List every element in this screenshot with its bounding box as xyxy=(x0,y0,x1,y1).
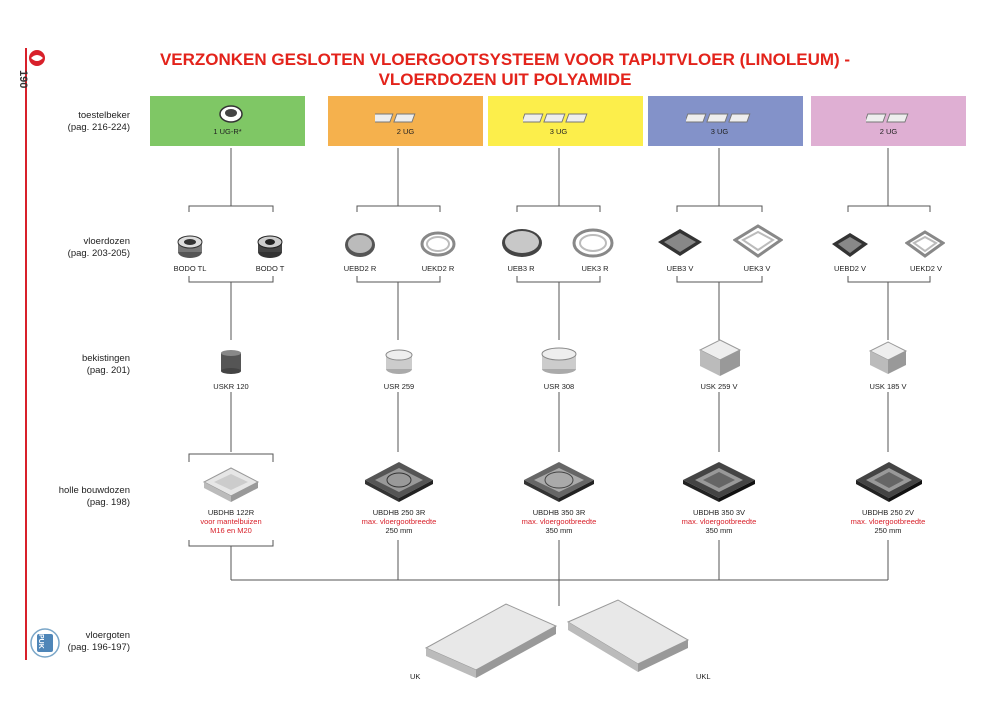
row-pages: (pag. 196-197) xyxy=(67,642,130,653)
holle-note: max. vloergootbreedte xyxy=(361,517,437,526)
bekisting-label: USKR 120 xyxy=(213,382,249,391)
floor-box-frame-icon xyxy=(420,231,456,257)
bekisting-label: USK 185 V xyxy=(869,382,907,391)
bekisting-label: USR 259 xyxy=(383,382,415,391)
puk-logo-text: PUK xyxy=(37,634,44,649)
holle-note: max. vloergootbreedte xyxy=(681,517,757,526)
holle-width: 250 mm xyxy=(874,526,902,535)
floor-box-round-icon xyxy=(502,229,542,257)
holle-name: UBDHB 122R xyxy=(207,508,255,517)
floor-box-frame-icon xyxy=(733,224,783,258)
floor-duct-uk-icon xyxy=(424,603,558,678)
row-pages: (pag. 203-205) xyxy=(67,248,130,259)
holle-name: UBDHB 250 2V xyxy=(861,508,915,517)
holle-note: M16 en M20 xyxy=(210,526,252,535)
vloerdoos-label: UEB3 V xyxy=(666,264,694,273)
vloerdoos-label: BODO T xyxy=(255,264,285,273)
holle-bouwdoos-caption: UBDHB 250 3R max. vloergootbreedte 250 m… xyxy=(344,508,454,535)
floor-box-frame-icon xyxy=(905,230,945,258)
holle-note: max. vloergootbreedte xyxy=(521,517,597,526)
floor-box-round-icon xyxy=(345,233,375,257)
box-label: 3 UG xyxy=(549,127,568,136)
row-pages: (pag. 198) xyxy=(86,497,130,508)
holle-width: 350 mm xyxy=(545,526,573,535)
holle-bouwdoos-caption: UBDHB 350 3V max. vloergootbreedte 350 m… xyxy=(664,508,774,535)
holle-bouwdoos-caption: UBDHB 250 2V max. vloergootbreedte 250 m… xyxy=(833,508,943,535)
row-title: toestelbeker xyxy=(78,110,130,121)
row-pages: (pag. 201) xyxy=(86,365,130,376)
hollow-box-icon xyxy=(683,462,755,502)
socket-modules-icon xyxy=(866,113,909,123)
vloerdoos-label: UEK3 V xyxy=(743,264,771,273)
vloerdoos-label: UEKD2 V xyxy=(909,264,943,273)
title-line-1: VERZONKEN GESLOTEN VLOERGOOTSYSTEEM VOOR… xyxy=(159,50,851,69)
page-number: 190 xyxy=(17,70,29,89)
vloerdoos-label: UEBD2 V xyxy=(833,264,867,273)
floor-box-square-icon xyxy=(658,229,702,256)
holle-bouwdoos-caption: UBDHB 122R voor mantelbuizen M16 en M20 xyxy=(176,508,286,535)
socket-modules-icon xyxy=(375,113,416,123)
formwork-ring-icon xyxy=(385,349,413,374)
puk-logo-icon xyxy=(30,628,60,658)
bekisting-label: USR 308 xyxy=(543,382,575,391)
socket-modules-icon xyxy=(523,113,588,123)
holle-note: voor mantelbuizen xyxy=(200,517,262,526)
toestelbeker-box-3 xyxy=(488,96,643,146)
row-label-bekistingen: bekistingen (pag. 201) xyxy=(5,353,130,377)
row-title: holle bouwdozen xyxy=(58,485,130,496)
floor-box-round-icon xyxy=(177,235,203,258)
socket-modules-icon xyxy=(686,113,751,123)
row-pages: (pag. 216-224) xyxy=(67,122,130,133)
box-label: 1 UG-R* xyxy=(213,127,242,136)
page-title: VERZONKEN GESLOTEN VLOERGOOTSYSTEEM VOOR… xyxy=(120,50,890,90)
margin-rule xyxy=(25,48,27,660)
formwork-square-icon xyxy=(698,339,742,376)
brand-logo-icon xyxy=(29,50,45,66)
holle-width: 350 mm xyxy=(705,526,733,535)
title-line-2: VLOERDOZEN UIT POLYAMIDE xyxy=(378,70,632,89)
holle-name: UBDHB 350 3V xyxy=(692,508,746,517)
holle-name: UBDHB 250 3R xyxy=(372,508,426,517)
vloerdoos-label: UEKD2 R xyxy=(421,264,455,273)
box-label: 3 UG xyxy=(710,127,729,136)
holle-note: max. vloergootbreedte xyxy=(850,517,926,526)
row-title: vloergoten xyxy=(85,630,130,641)
box-label: 2 UG xyxy=(396,127,415,136)
vloerdoos-label: UEB3 R xyxy=(507,264,535,273)
holle-name: UBDHB 350 3R xyxy=(532,508,586,517)
duct-label-uk: UK xyxy=(410,672,421,681)
formwork-square-icon xyxy=(868,341,908,374)
vloerdoos-label: UEBD2 R xyxy=(343,264,377,273)
box-label: 2 UG xyxy=(879,127,898,136)
hollow-box-icon xyxy=(524,462,594,502)
row-label-toestelbeker: toestelbeker (pag. 216-224) xyxy=(5,110,130,134)
hollow-box-icon xyxy=(365,462,433,502)
vloerdoos-label: UEK3 R xyxy=(581,264,609,273)
bekisting-label: USK 259 V xyxy=(700,382,738,391)
formwork-cylinder-icon xyxy=(221,350,241,374)
formwork-ring-icon xyxy=(541,347,577,374)
floor-box-frame-icon xyxy=(572,228,614,258)
row-label-vloerdozen: vloerdozen (pag. 203-205) xyxy=(5,236,130,260)
hollow-box-icon xyxy=(856,462,922,502)
row-title: vloerdozen xyxy=(83,236,130,247)
holle-width: 250 mm xyxy=(385,526,413,535)
row-label-vloergoten: vloergoten (pag. 196-197) xyxy=(5,630,130,654)
socket-cup-icon xyxy=(219,105,243,123)
row-title: bekistingen xyxy=(81,353,130,364)
vloerdoos-label: BODO TL xyxy=(173,264,207,273)
row-label-holle-bouwdozen: holle bouwdozen (pag. 198) xyxy=(5,485,130,509)
floor-duct-ukl-icon xyxy=(566,599,690,672)
holle-bouwdoos-caption: UBDHB 350 3R max. vloergootbreedte 350 m… xyxy=(504,508,614,535)
hollow-box-icon xyxy=(202,467,260,502)
floor-box-square-icon xyxy=(832,233,868,257)
floor-box-round-icon xyxy=(257,235,283,258)
duct-label-ukl: UKL xyxy=(696,672,711,681)
